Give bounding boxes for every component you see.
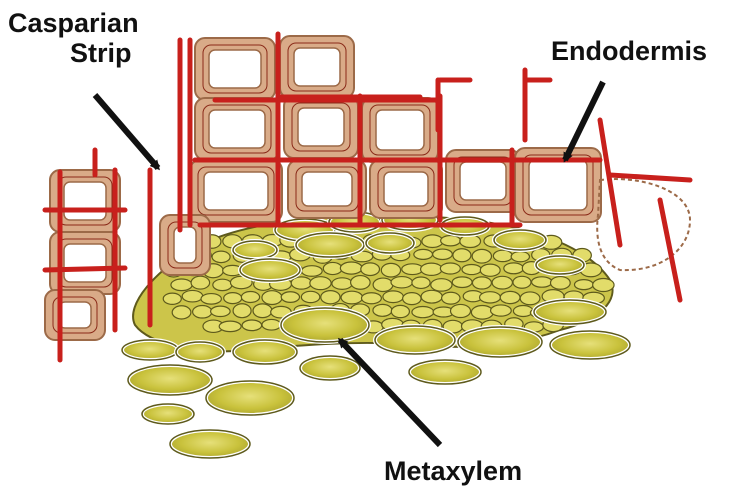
xylem-small-cell [212,251,230,262]
xylem-small-cell [391,305,409,317]
xylem-small-cell [191,276,210,289]
xylem-small-cell [550,277,570,290]
casparian-strip-band [600,120,620,245]
xylem-small-cell [451,304,471,317]
xylem-small-cell [193,306,212,319]
xylem-small-cell [321,291,340,304]
xylem-small-cell [422,235,443,248]
xylem-small-cell [301,291,319,302]
xylem-small-cell [341,291,363,304]
xylem-small-cell [471,306,493,320]
xylem-small-cell [421,263,443,275]
xylem-small-cell [242,320,262,331]
endodermis-cell-lumen [384,172,428,206]
xylem-small-cell [513,306,533,317]
xylem-small-cell [462,264,481,274]
xylem-small-cell [492,276,512,289]
xylem-small-cell [511,252,529,262]
xylem-small-cell [593,278,614,291]
xylem-small-cell [340,262,362,274]
xylem-small-cell [441,235,461,245]
xylem-small-cell [351,276,371,290]
xylem-small-cell [433,249,453,259]
endodermis-cell-lumen [529,160,587,210]
xylem-small-cell [373,278,393,291]
xylem-small-cell [201,294,221,305]
casparian-arrow [95,95,158,168]
xylem-small-cell [281,292,299,303]
xylem-small-cell [493,250,512,261]
endodermis-cell-lumen [294,48,340,86]
xylem-small-cell [442,292,460,304]
casparian-strip-label: Casparian Strip [8,8,139,68]
xylem-small-cell [480,292,501,303]
casparian-label-line1: Casparian [8,8,139,38]
xylem-small-cell [575,280,594,290]
xylem-small-cell [520,292,540,305]
metaxylem-arrow [340,340,440,445]
xylem-small-cell [472,249,491,263]
xylem-small-cell [414,249,433,259]
endodermis-cell-lumen [298,108,344,146]
xylem-small-cell [224,293,242,304]
casparian-label-line2: Strip [8,38,139,68]
xylem-small-cell [412,277,430,288]
xylem-small-cell [233,304,251,318]
endodermis-cell-lumen [174,227,196,263]
metaxylem-label: Metaxylem [384,456,522,486]
xylem-small-cell [452,277,472,288]
xylem-small-cell [219,321,241,331]
xylem-small-cell [504,263,524,274]
xylem-small-cell [480,264,500,276]
xylem-small-cell [213,279,232,290]
xylem-small-cell [302,266,323,277]
xylem-small-cell [491,305,512,316]
xylem-small-cell [421,290,442,303]
endodermis-cell-lumen [64,182,106,220]
xylem-small-cell [381,263,400,277]
xylem-small-cell [262,319,281,330]
xylem-small-cell [440,263,460,274]
xylem-small-cell [172,306,191,319]
xylem-small-cell [323,262,342,274]
endodermis-cell-lumen [209,110,265,148]
xylem-small-cell [403,293,421,305]
xylem-small-cell [472,277,491,289]
casparian-strip-band [45,268,125,270]
xylem-small-cell [513,276,531,288]
endodermis-cell-lumen [302,172,352,206]
xylem-small-cell [373,304,392,316]
endodermis-cell-lumen [59,302,91,328]
xylem-small-cell [262,291,282,305]
xylem-small-cell [391,277,413,288]
xylem-small-cell [163,293,181,304]
xylem-small-cell [291,277,311,289]
endodermis-cell-lumen [209,50,261,88]
xylem-small-cell [431,279,452,291]
xylem-small-cell [171,279,192,291]
endodermis-cell-lumen [64,244,106,282]
xylem-small-cell [211,306,231,316]
xylem-small-cell [383,291,403,303]
xylem-small-cell [241,291,259,302]
endodermis-cell-lumen [204,172,268,210]
xylem-small-cell [310,277,331,290]
endodermis-cell-lumen [376,110,424,150]
xylem-small-cell [332,278,352,290]
xylem-small-cell [361,293,381,304]
xylem-small-cell [532,277,552,287]
xylem-small-cell [412,306,434,317]
xylem-small-cell [453,249,471,262]
xylem-small-cell [500,291,520,303]
endodermis-cell-lumen [460,162,506,200]
xylem-small-cell [361,263,380,276]
xylem-small-cell [182,290,203,301]
xylem-small-cell [253,304,272,318]
endodermis-label: Endodermis [551,36,707,66]
xylem-small-cell [402,264,423,275]
